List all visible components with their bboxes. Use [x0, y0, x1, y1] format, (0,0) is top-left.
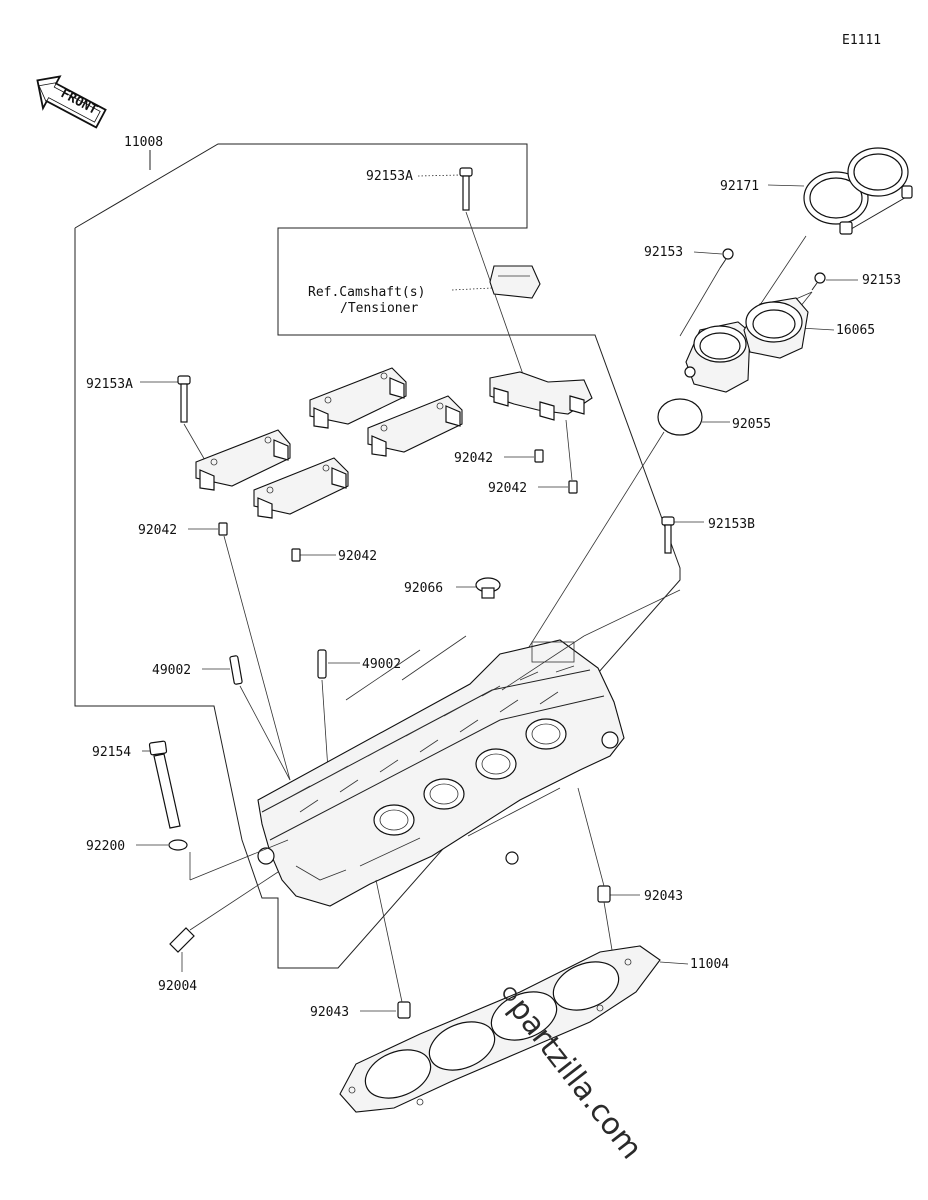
throttle-holder-16065	[684, 297, 809, 393]
plug-92066	[475, 577, 501, 599]
cam-cap-3	[309, 367, 407, 429]
ref-text-line2: /Tensioner	[340, 301, 418, 316]
assembly-bracket-11008	[74, 143, 681, 969]
bolt-92153B	[661, 516, 675, 554]
part-label-92042-c: 92042	[138, 523, 177, 538]
part-label-92055: 92055	[732, 417, 771, 432]
part-label-92043-a: 92043	[644, 889, 683, 904]
part-label-92004: 92004	[158, 979, 197, 994]
bolt-92153A-left	[177, 375, 191, 423]
valve-guide-49002-b	[317, 649, 327, 679]
washer-92200	[168, 839, 188, 851]
part-label-92153A-top: 92153A	[366, 169, 413, 184]
part-label-16065: 16065	[836, 323, 875, 338]
part-label-92153A-left: 92153A	[86, 377, 133, 392]
cam-cap-2	[253, 457, 349, 519]
bolt-92154	[148, 740, 181, 829]
stud-92004	[169, 927, 195, 953]
part-label-92153B: 92153B	[708, 517, 755, 532]
cam-cap-5	[489, 371, 593, 421]
valve-guide-49002-a	[229, 655, 243, 685]
head-gasket-11004	[339, 945, 661, 1113]
cam-cap-4	[367, 395, 463, 457]
clamp-92171	[803, 147, 913, 235]
part-label-92171: 92171	[720, 179, 759, 194]
cam-cap-1	[195, 429, 291, 491]
dowel-pin-92042-a	[534, 449, 544, 463]
part-label-49002-a: 49002	[152, 663, 191, 678]
part-label-92153-a: 92153	[644, 245, 683, 260]
diagram-code: E1111	[842, 33, 881, 48]
part-label-49002-b: 49002	[362, 657, 401, 672]
part-label-11008: 11008	[124, 135, 163, 150]
dowel-pin-92043-b	[397, 1001, 411, 1019]
dowel-pin-92042-c	[218, 522, 228, 536]
part-label-11004: 11004	[690, 957, 729, 972]
bolt-92153A-top	[459, 167, 533, 401]
screw-92153-b	[811, 272, 826, 291]
screw-92153-a	[679, 248, 734, 337]
dowel-pin-92042-b	[568, 480, 578, 494]
part-label-92200: 92200	[86, 839, 125, 854]
part-label-92042-a: 92042	[454, 451, 493, 466]
cylinder-head	[257, 639, 625, 907]
ref-text-line1: Ref.Camshaft(s)	[308, 285, 425, 300]
part-label-92042-b: 92042	[488, 481, 527, 496]
dowel-pin-92042-d	[291, 548, 301, 562]
part-label-92066: 92066	[404, 581, 443, 596]
dowel-pin-92043-a	[597, 885, 611, 903]
o-ring-92055	[657, 398, 703, 436]
part-label-92042-d: 92042	[338, 549, 377, 564]
tensioner-bracket-icon	[489, 265, 541, 299]
front-arrow-icon	[36, 75, 107, 129]
part-label-92043-b: 92043	[310, 1005, 349, 1020]
part-label-92153-b: 92153	[862, 273, 901, 288]
part-label-92154: 92154	[92, 745, 131, 760]
